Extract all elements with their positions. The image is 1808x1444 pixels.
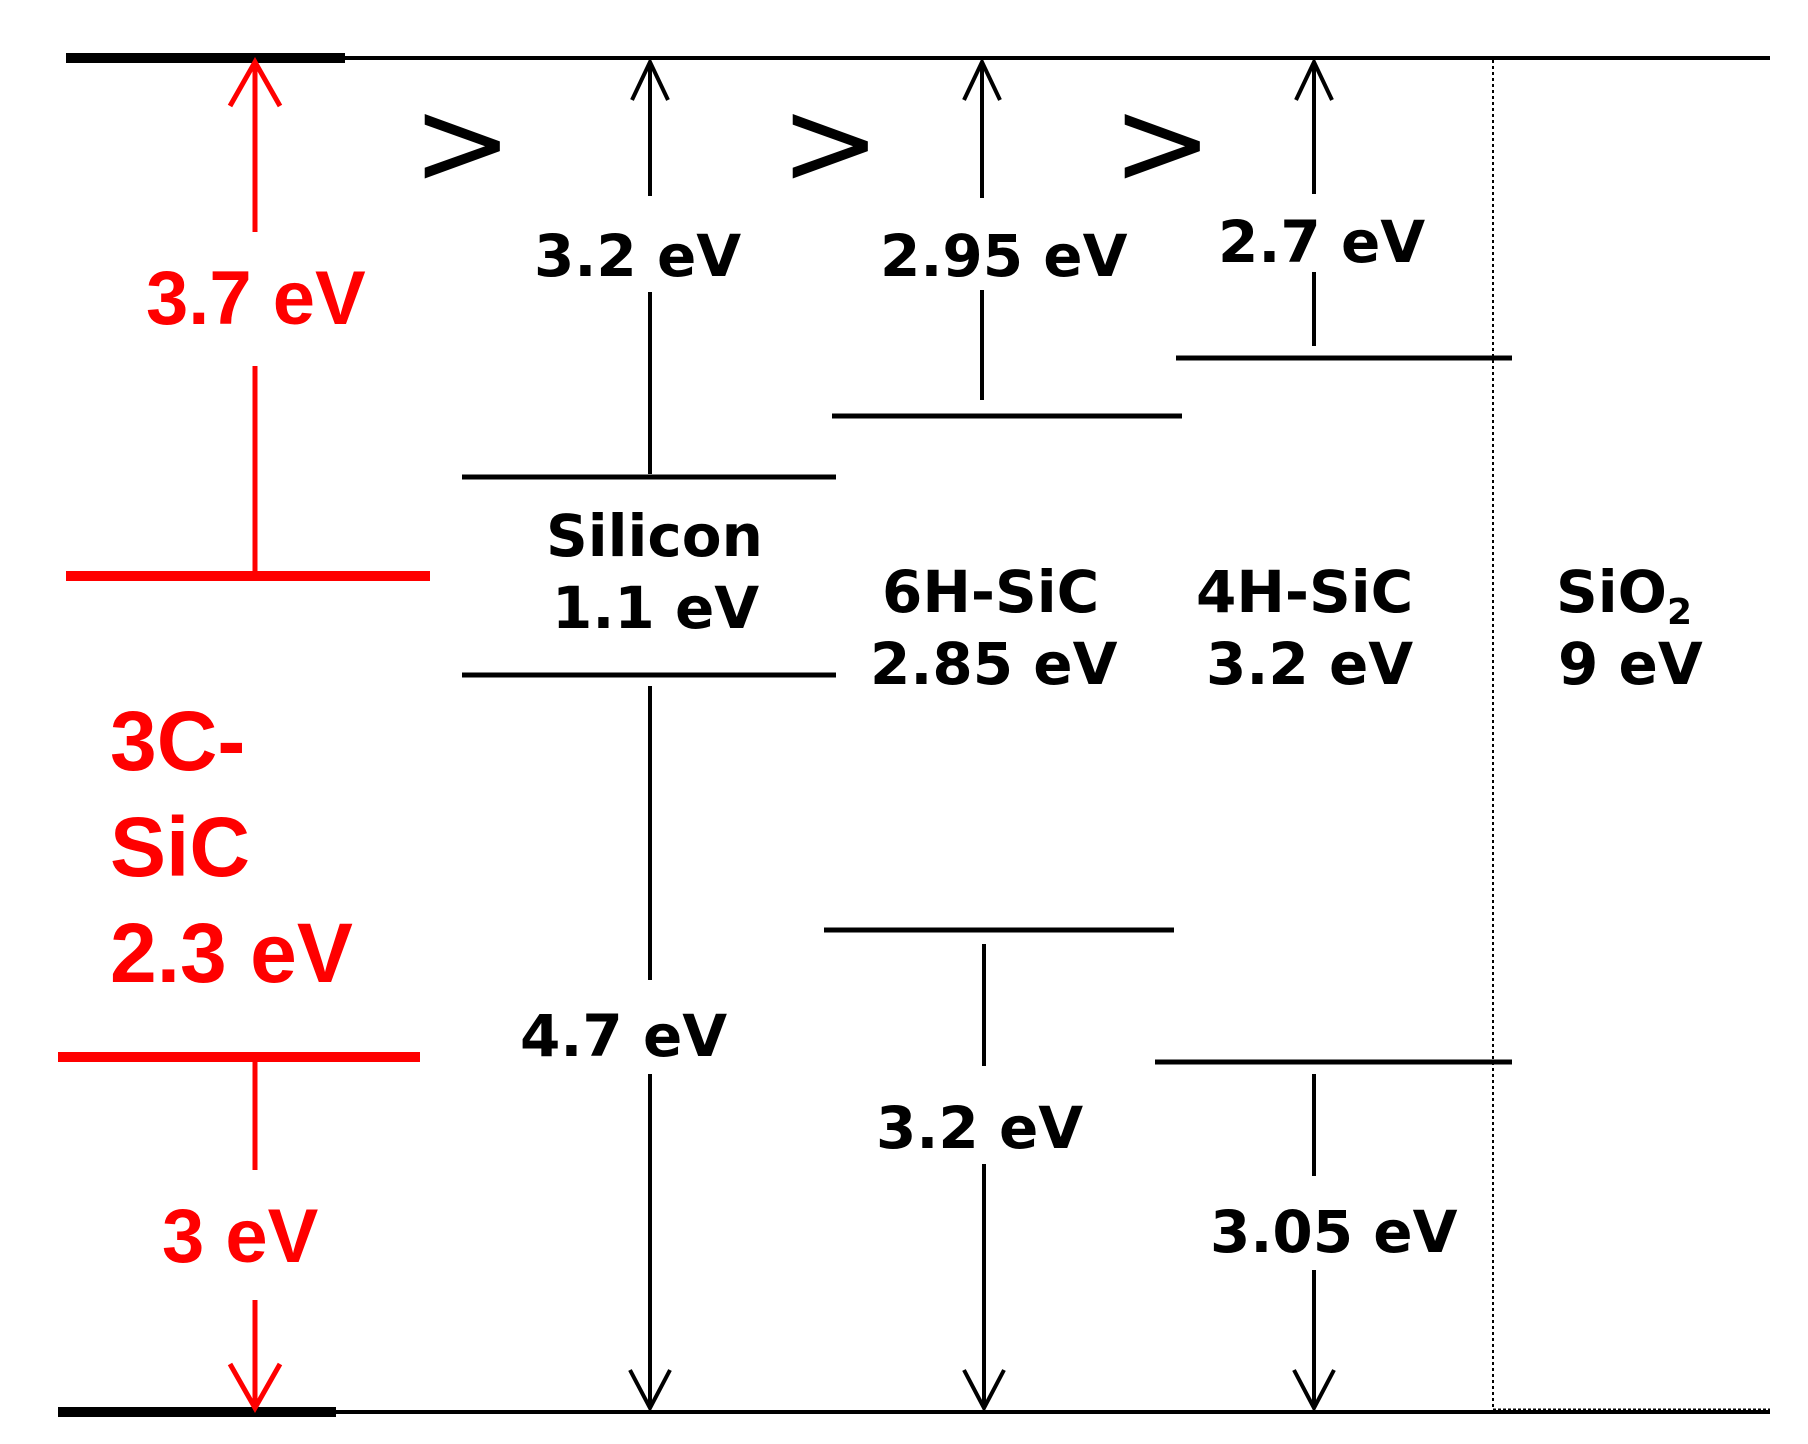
sio2-name: SiO2: [1556, 558, 1692, 633]
comparison-symbol-2: >: [780, 74, 881, 213]
sic-4h-upper-offset-label: 2.7 eV: [1218, 208, 1425, 276]
sic-6h-upper-offset-label: 2.95 eV: [880, 222, 1128, 290]
sic-3c-name-line2: SiC: [110, 800, 250, 894]
sic-6h-lower-arrowhead: [962, 1369, 1006, 1413]
sic-4h-upper-arrowhead: [1294, 57, 1334, 101]
silicon-name: Silicon: [546, 502, 763, 570]
sic-3c-name-line1: 3C-: [110, 694, 245, 788]
silicon-upper-arrowhead: [630, 57, 670, 101]
silicon-lower-arrowhead: [628, 1369, 672, 1413]
sic-3c-bandgap-label: 2.3 eV: [110, 906, 353, 1000]
sic-6h-bandgap-label: 2.85 eV: [870, 630, 1118, 698]
sio2-name-subscript: 2: [1667, 592, 1692, 633]
comparison-symbol-3: >: [1112, 74, 1213, 213]
sic-6h-upper-arrowhead: [962, 57, 1002, 101]
silicon-lower-offset-label: 4.7 eV: [520, 1002, 727, 1070]
sic-3c-upper-offset-label: 3.7 eV: [146, 256, 366, 341]
sic-4h-name: 4H-SiC: [1196, 558, 1413, 626]
sic-3c-upper-arrowhead: [227, 56, 283, 108]
sic-4h-lower-arrowhead: [1292, 1369, 1336, 1413]
sio2-bandgap-label: 9 eV: [1558, 630, 1703, 698]
silicon-bandgap-label: 1.1 eV: [552, 574, 759, 642]
sic-6h-name: 6H-SiC: [882, 558, 1099, 626]
sic-3c-lower-arrowhead: [227, 1362, 283, 1414]
sio2-name-main: SiO: [1556, 558, 1667, 626]
sic-6h-lower-offset-label: 3.2 eV: [876, 1094, 1083, 1162]
sic-4h-bandgap-label: 3.2 eV: [1206, 630, 1413, 698]
silicon-upper-offset-label: 3.2 eV: [534, 222, 741, 290]
comparison-symbol-1: >: [412, 74, 513, 213]
sic-4h-lower-offset-label: 3.05 eV: [1210, 1198, 1458, 1266]
sic-3c-lower-offset-label: 3 eV: [162, 1194, 319, 1279]
